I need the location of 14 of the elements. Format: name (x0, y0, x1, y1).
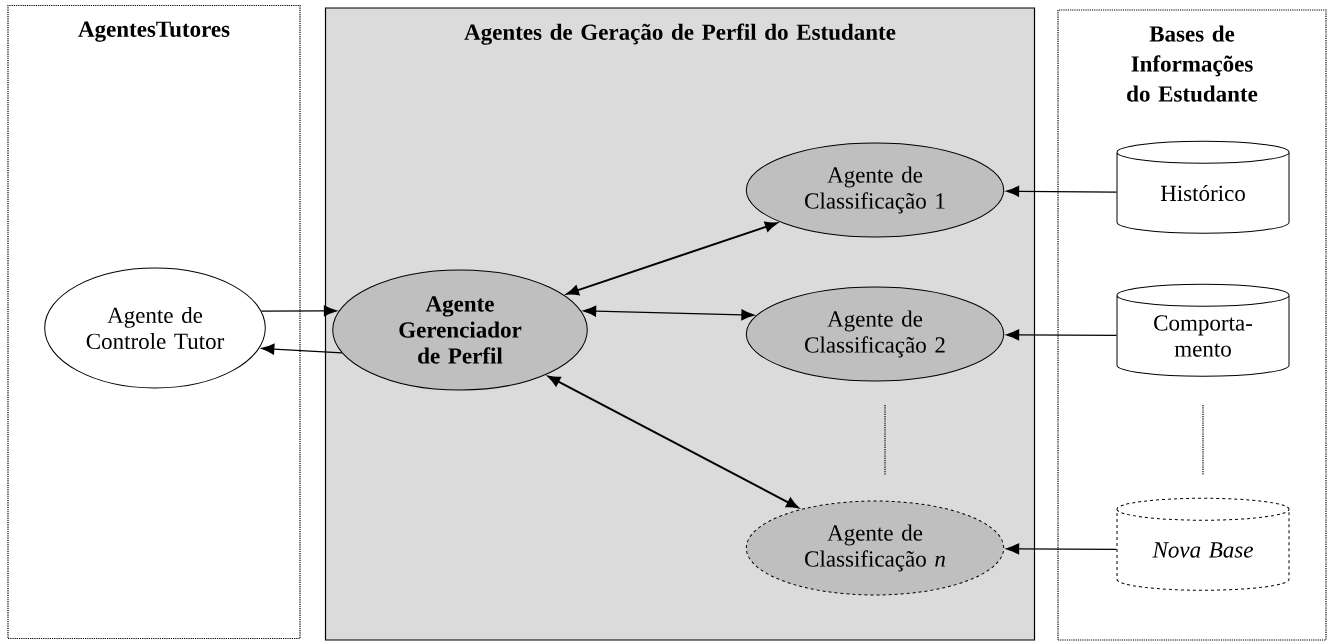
arrow (1006, 543, 1118, 555)
arrow (566, 221, 778, 296)
panel-heading: Bases de Informações do Estudante (1127, 25, 1258, 102)
arrow (1006, 185, 1118, 197)
database-cylinder: Histórico (1116, 140, 1290, 234)
arrow (1006, 329, 1118, 341)
arrow (261, 343, 343, 355)
database-cylinder: Comporta- mento (1116, 283, 1290, 377)
database-cylinder: Nova Base (1116, 497, 1290, 591)
panel-heading: AgentesTutores (78, 21, 230, 42)
arrow (583, 305, 755, 321)
arrow (260, 305, 337, 317)
panel-heading: Agentes de Geração de Perfil do Estudante (464, 23, 896, 45)
arrow (548, 375, 799, 509)
